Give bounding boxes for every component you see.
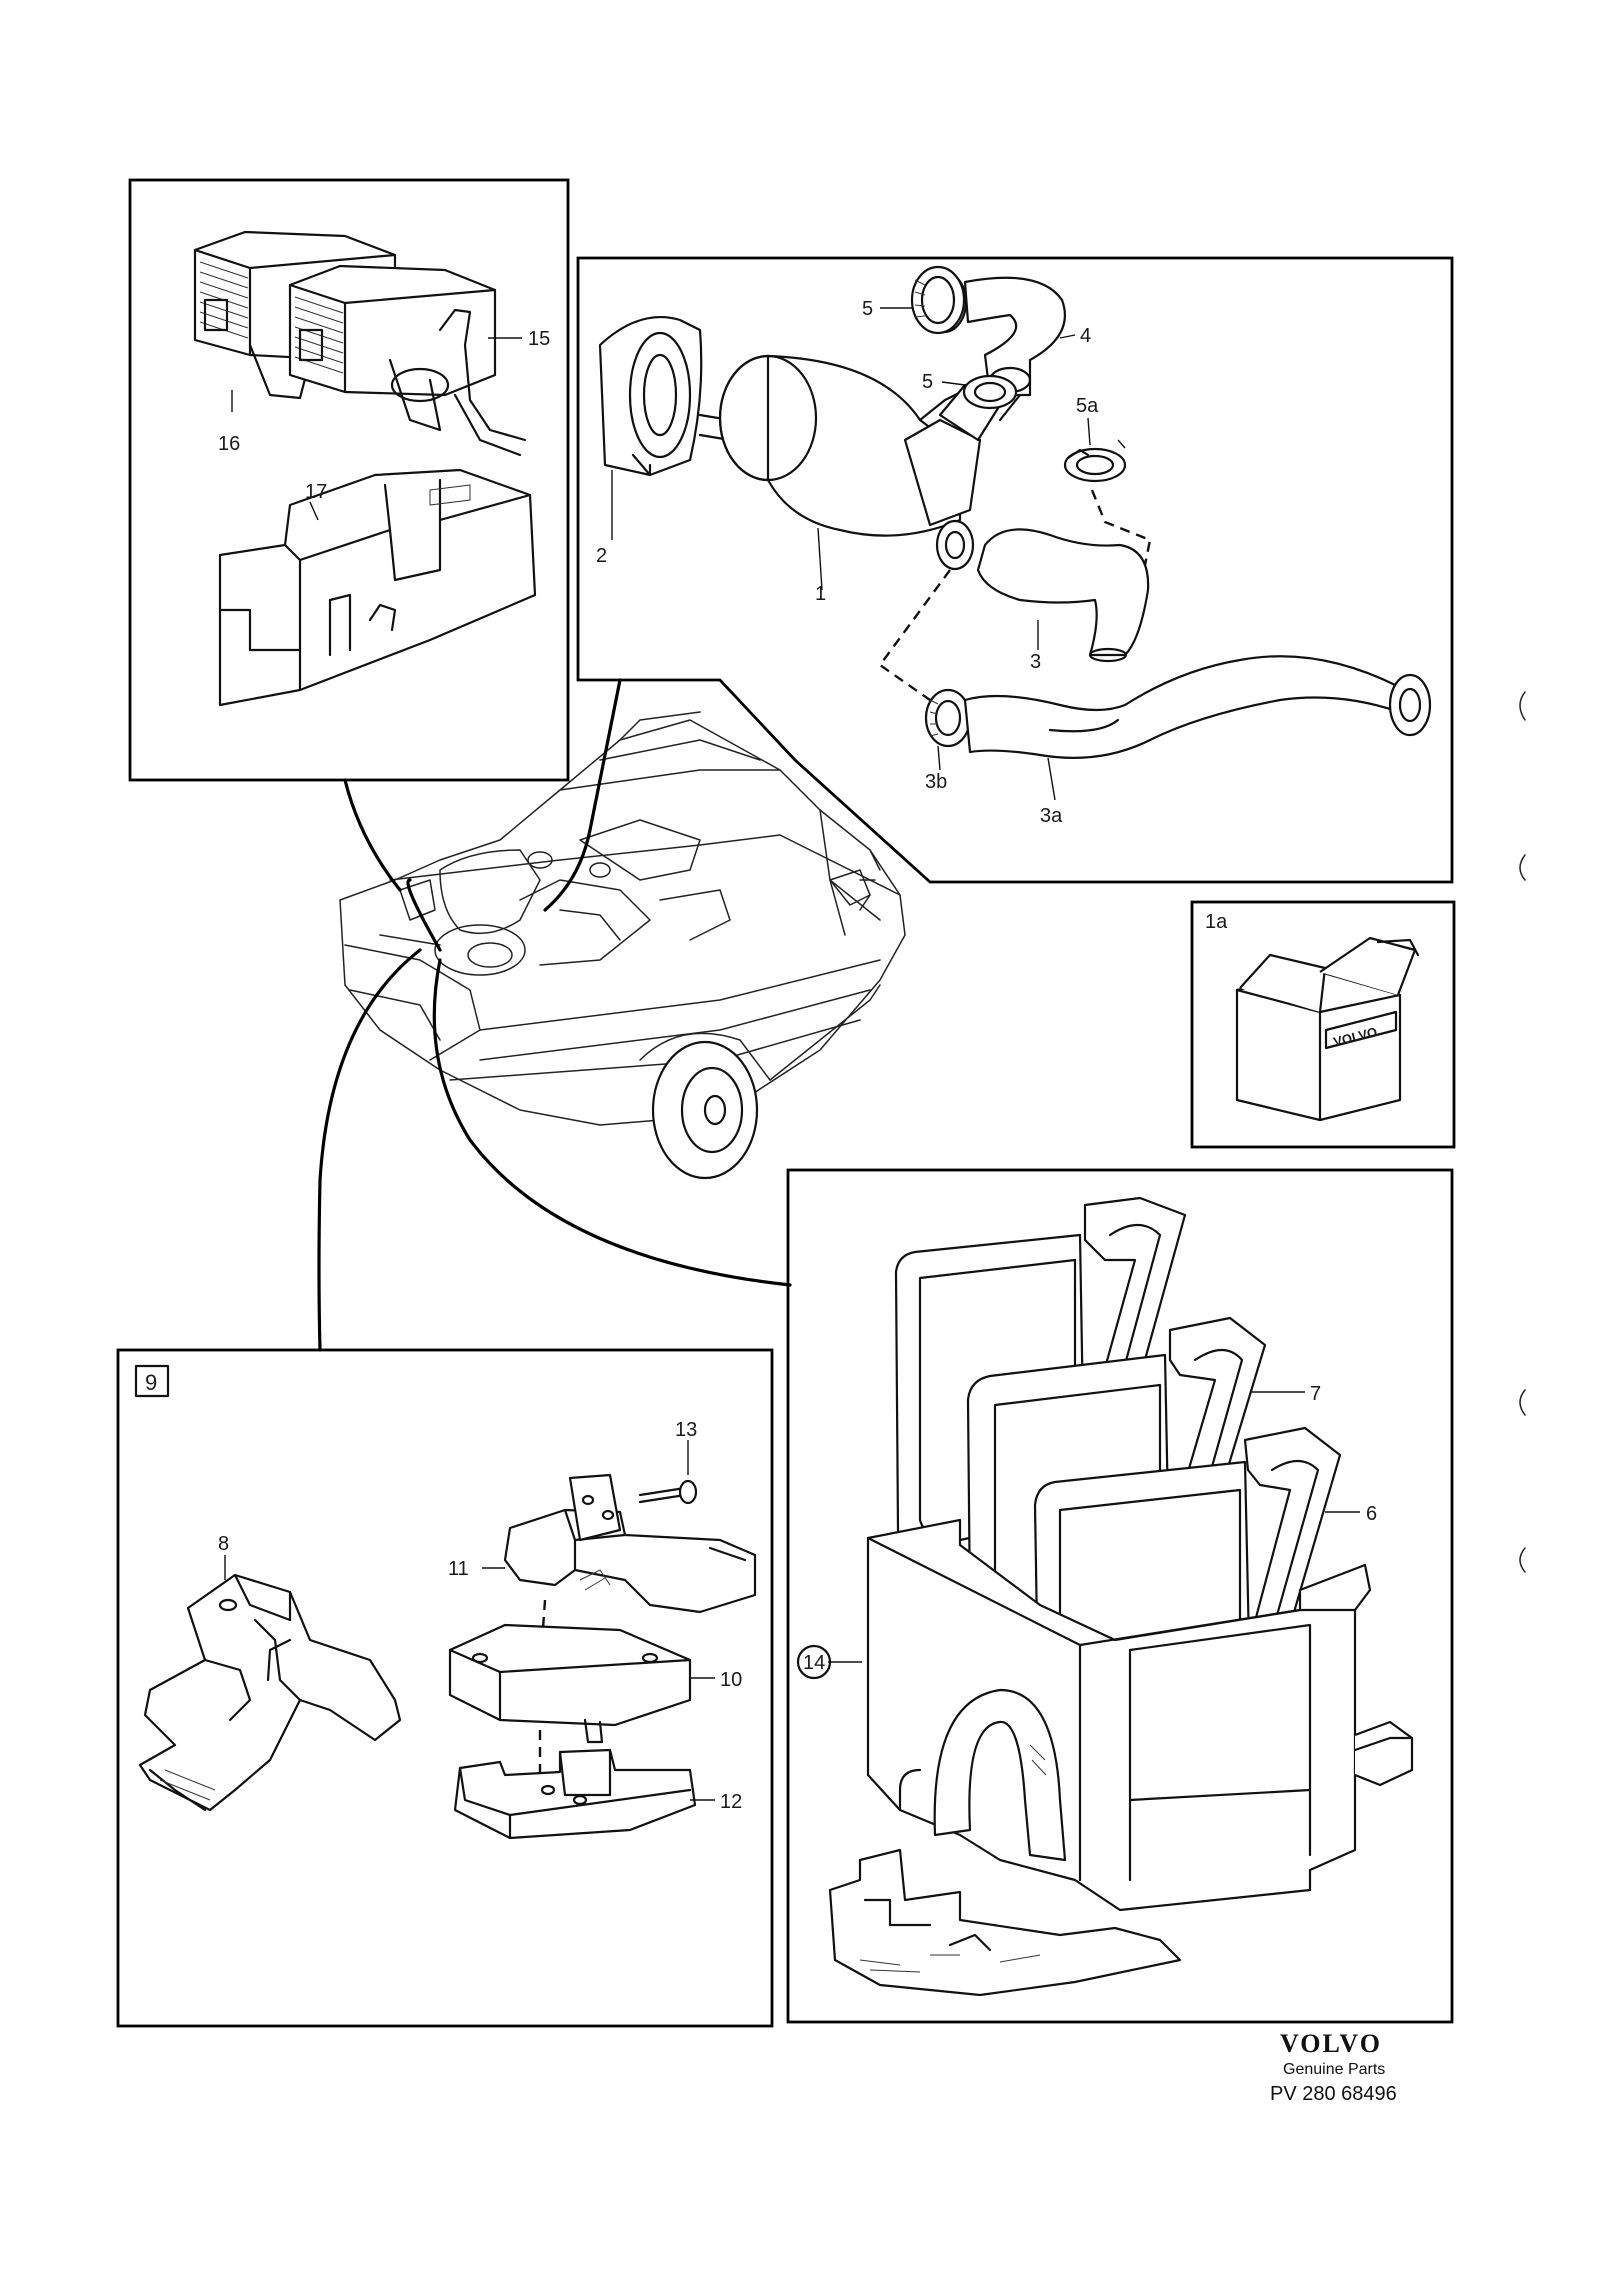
hose-3-drawing (976, 528, 1150, 663)
module-10-drawing (448, 1623, 692, 1744)
relay-bracket-17-drawing (218, 468, 537, 707)
clamp-3b-drawing (924, 688, 972, 748)
clamp-5-mid-drawing (962, 374, 1018, 410)
callout-1: 1 (815, 583, 826, 605)
callout-1a: 1a (1205, 911, 1228, 933)
footer-subtitle: Genuine Parts (1283, 2061, 1385, 2078)
callout-6: 6 (1366, 1503, 1377, 1525)
cover-11-drawing (503, 1473, 757, 1614)
housing-1-drawing (718, 354, 1022, 571)
panel-1a-frame (1190, 900, 1456, 1149)
callout-5-mid: 5 (922, 371, 933, 393)
panel-air-hoses-frame (576, 256, 1454, 884)
car-overview-drawing (339, 711, 906, 1180)
callout-14: 14 (803, 1652, 825, 1674)
callout-5a: 5a (1076, 395, 1099, 417)
bracket-12-drawing (453, 1748, 697, 1840)
bracket-8-drawing (138, 1573, 402, 1812)
callout-8: 8 (218, 1533, 229, 1555)
panel-14-frame (786, 1168, 1454, 2024)
callout-13: 13 (675, 1419, 697, 1441)
callout-5-top: 5 (862, 298, 873, 320)
panel-relay-housing: 15 16 17 (128, 178, 570, 782)
clamp-5-top-drawing (910, 265, 966, 335)
callout-9-box (134, 1364, 170, 1398)
panel-14-relay-case: 7 6 (786, 1168, 1454, 2024)
callout-3: 3 (1030, 651, 1041, 673)
panel-9-frame (116, 1348, 774, 2028)
callout-11: 11 (448, 1558, 469, 1580)
screw-13-drawing (638, 1479, 698, 1505)
callout-14-circle (796, 1644, 832, 1680)
callout-2: 2 (596, 545, 607, 567)
callout-10: 10 (720, 1669, 742, 1691)
bracket-2-drawing (598, 316, 732, 477)
hose-3a-drawing (963, 655, 1432, 759)
panel-1a-box: 1a VOLVO (1190, 900, 1456, 1149)
callout-3a: 3a (1040, 805, 1063, 827)
callout-16: 16 (218, 433, 240, 455)
relay-15-drawing (288, 264, 527, 457)
footer-reference: PV 280 68496 (1270, 2083, 1397, 2105)
footer-brand: VOLVO (1280, 2029, 1382, 2058)
connection-lines (317, 678, 792, 1352)
panel-9-control-module: 9 8 13 (116, 1348, 774, 2028)
callout-4: 4 (1080, 325, 1091, 347)
callout-12: 12 (720, 1791, 742, 1813)
callout-7: 7 (1310, 1383, 1321, 1405)
parts-box-drawing: VOLVO (1235, 936, 1420, 1122)
panel-relay-housing-frame (128, 178, 570, 782)
clamp-5a-drawing (1063, 447, 1127, 483)
panel-air-hoses: 2 1 4 5 (576, 256, 1454, 884)
callout-17: 17 (305, 481, 327, 503)
callout-9: 9 (145, 1370, 157, 1395)
callout-3b: 3b (925, 771, 947, 793)
callout-15: 15 (528, 328, 550, 350)
margin-marks (1519, 691, 1526, 1573)
footer-brand-block: VOLVO Genuine Parts PV 280 68496 (1270, 2029, 1397, 2105)
case-14-drawing (828, 1518, 1414, 1997)
